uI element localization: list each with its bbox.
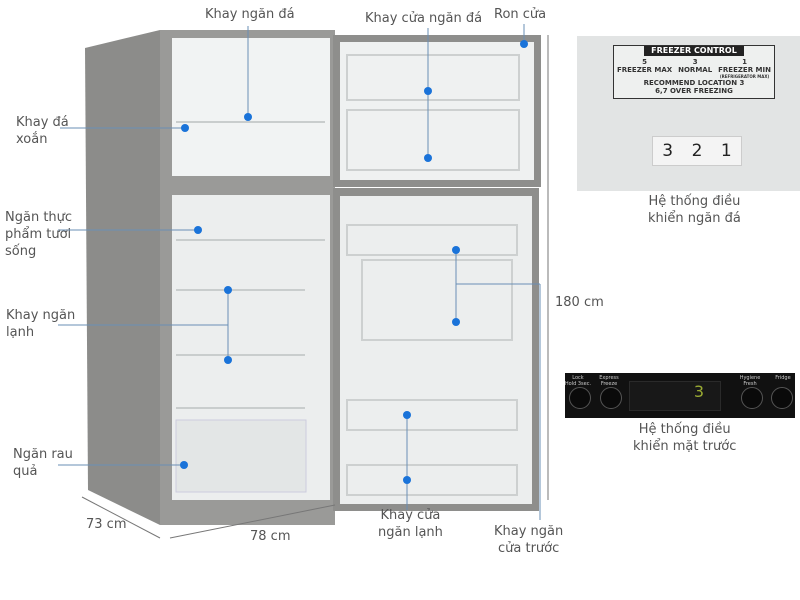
label-freezer-door-tray: Khay cửa ngăn đá [365,11,483,26]
marker-fresh-food [194,226,202,234]
label-door-gasket: Ron cửa [494,7,547,22]
marker-fridge-door-tray [403,411,411,419]
lock-button-icon [569,387,591,409]
marker-vegetable [180,461,188,469]
marker-front-door-tray [452,246,460,254]
express-freeze-button-icon [600,387,622,409]
fridge-side-panel [85,30,170,525]
marker-twist-ice [181,124,189,132]
marker-freezer-door-tray [424,154,432,162]
marker-front-door-tray [452,318,460,326]
fridge-button-icon [771,387,793,409]
dimension-height: 180 cm [555,295,604,310]
dimension-depth: 73 cm [86,517,127,532]
front-control-panel-photo: Lock Hold 3sec. Express Freeze Hygiene F… [565,373,795,418]
label-ice-tray: Khay ngăn đá [205,7,295,22]
marker-fridge-shelf [224,356,232,364]
panel-display: 3 [629,381,721,411]
marker-ice-tray [244,113,252,121]
marker-fridge-shelf [224,286,232,294]
vegetable-drawer [175,419,307,493]
freezer-control-title: FREEZER CONTROL [644,46,744,56]
freezer-compartment [172,38,330,176]
marker-fridge-door-tray [403,476,411,484]
dimension-width: 78 cm [250,529,291,544]
marker-door-gasket [520,40,528,48]
marker-freezer-door-tray [424,87,432,95]
hygiene-fresh-button-icon [741,387,763,409]
